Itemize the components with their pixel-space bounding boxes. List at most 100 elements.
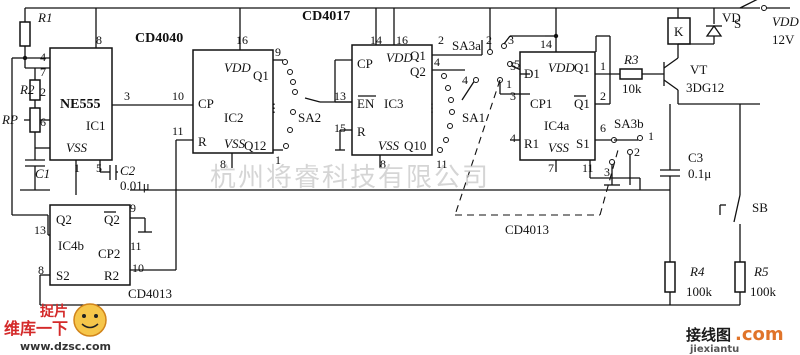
r5-label: R5 (753, 264, 769, 279)
r3-value: 10k (622, 81, 642, 96)
cd4040-pin9: 9 (275, 45, 281, 59)
r2-label: R2 (19, 82, 35, 97)
cd4017-vdd: VDD (386, 50, 413, 65)
wires-ne555 (11, 8, 176, 216)
ic4a-pin1: 1 (600, 59, 606, 73)
resistor-r1: R1 (19, 8, 52, 58)
cd4040-pin8: 8 (220, 157, 226, 171)
ic4a-cp1: CP1 (530, 96, 552, 111)
cd4017-q1: Q1 (410, 48, 426, 63)
c1-label: C1 (35, 166, 50, 181)
vdd-value: 12V (772, 32, 795, 47)
logo-face-icon (73, 303, 107, 337)
capacitor-c2: C2 0.01μ (100, 163, 150, 193)
ne555-chip: NE555 IC1 VSS 8 4 7 2 6 1 5 3 (40, 33, 130, 175)
cd4040-vdd: VDD (224, 60, 251, 75)
cd4040-q12: Q12 (244, 138, 266, 153)
ic4a-pin2: 2 (600, 89, 606, 103)
diode-vd: VD (678, 8, 741, 45)
resistor-r5: R5 100k (734, 261, 777, 305)
ne555-pin6: 6 (40, 115, 46, 129)
c3-value: 0.1μ (688, 166, 711, 181)
sa3a-pos1: 1 (506, 77, 512, 91)
rp-label: RP (1, 112, 18, 127)
cd4040-pin1: 1 (275, 153, 281, 167)
switch-s: S VDD 12V (734, 0, 799, 47)
ic4a-pin3: 3 (510, 89, 516, 103)
resistor-r2: R2 (19, 68, 41, 108)
r4-value: 100k (686, 284, 713, 299)
ic4a-vss: VSS (548, 140, 569, 155)
sa3a-label: SA3a (452, 38, 481, 53)
cd4040-pin10: 10 (172, 89, 184, 103)
wires-ic4b (39, 178, 740, 306)
ne555-pin5: 5 (96, 161, 102, 175)
ic4a-vdd: VDD (548, 60, 575, 75)
dashed-switch-link: CD4013 (454, 79, 619, 237)
ic4a-pin5: 5 (510, 59, 516, 73)
transistor-vt: VT 3DG12 (663, 44, 760, 105)
vdd-label: VDD (772, 14, 799, 29)
wires-ic4a (510, 8, 640, 179)
sa3a-pos5: 5 (514, 57, 520, 71)
cd4017-en: EN (357, 96, 375, 111)
cd4017-pin15: 15 (334, 121, 346, 135)
s-label: S (734, 16, 741, 31)
ic4b-pin9: 9 (130, 201, 136, 215)
ic4a-q1: Q1 (574, 60, 590, 75)
ne555-name: NE555 (60, 97, 100, 112)
ne555-pin1: 1 (74, 161, 80, 175)
cd4040-pin16: 16 (236, 33, 248, 47)
sa3a-pos3: 3 (508, 33, 514, 47)
cd4017-chip: CD4017 CP VDD Q1 Q2 EN IC3 R VSS Q10 14 … (302, 9, 448, 171)
cd4017-q2: Q2 (410, 64, 426, 79)
watermark-text: 杭州将睿科技有限公司 (210, 163, 490, 193)
capacitor-c3: C3 0.1μ (660, 104, 711, 262)
dzsc-logo: 捉片 维库一下 www.dzsc.com (4, 303, 111, 353)
potentiometer-rp: RP (1, 107, 50, 149)
c2-value: 0.01μ (120, 178, 150, 193)
ic4a-s1: S1 (576, 136, 590, 151)
cd4040-q1: Q1 (253, 68, 269, 83)
cd4040-vss: VSS (224, 136, 245, 151)
ne555-ref: IC1 (86, 118, 106, 133)
switch-sa3b: SA3b 1 2 3 (604, 116, 654, 186)
cd4013-label: CD4013 (505, 222, 549, 237)
ic4b-chip: Q2 Q2 IC4b CP2 S2 R2 13 8 9 11 10 CD4013 (34, 201, 172, 301)
logo-line2: 维库一下 (4, 319, 68, 338)
ic4b-q2: Q2 (56, 212, 72, 227)
cd4017-cp: CP (357, 56, 373, 71)
logo-right-url: jiexiantu (689, 344, 739, 355)
ic4b-part: CD4013 (128, 286, 172, 301)
switch-sb: SB (719, 104, 768, 262)
ic4b-s2: S2 (56, 268, 70, 283)
jiexiantu-logo: 接线图 .com jiexiantu (686, 324, 784, 355)
switch-sa3a: SA3a 2 3 5 1 4 (452, 8, 545, 95)
sa3b-label: SA3b (614, 116, 644, 131)
ic4b-cp2: CP2 (98, 246, 120, 261)
ic4b-q2bar: Q2 (104, 212, 120, 227)
r1-label: R1 (37, 10, 52, 25)
sa3b-pos2: 2 (634, 145, 640, 159)
ic4a-pin4: 4 (510, 131, 516, 145)
ic4b-r2: R2 (104, 268, 119, 283)
ic4a-pin6: 6 (600, 121, 606, 135)
vt-label: VT (690, 62, 707, 77)
cd4040-cp: CP (198, 96, 214, 111)
capacitor-c1: C1 (20, 148, 50, 191)
sa2-label: SA2 (298, 110, 321, 125)
ic4b-pin13: 13 (34, 223, 46, 237)
c2-label: C2 (120, 163, 136, 178)
ic4a-chip: D1 VDD Q1 CP1 Q1 IC4a R1 VSS S1 14 5 3 4… (510, 37, 606, 175)
cd4017-r: R (357, 124, 366, 139)
ic4a-ref: IC4a (544, 118, 570, 133)
cd4040-ref: IC2 (224, 110, 244, 125)
logo-right-name: 接线图 (686, 326, 731, 344)
resistor-r4: R4 100k (664, 261, 713, 305)
logo-line1: 捉片 (40, 303, 68, 320)
cd4040-part: CD4040 (135, 31, 183, 46)
relay-label: K (674, 24, 684, 39)
wires-cd4040 (175, 8, 283, 270)
svg-text:⋮: ⋮ (268, 101, 280, 115)
